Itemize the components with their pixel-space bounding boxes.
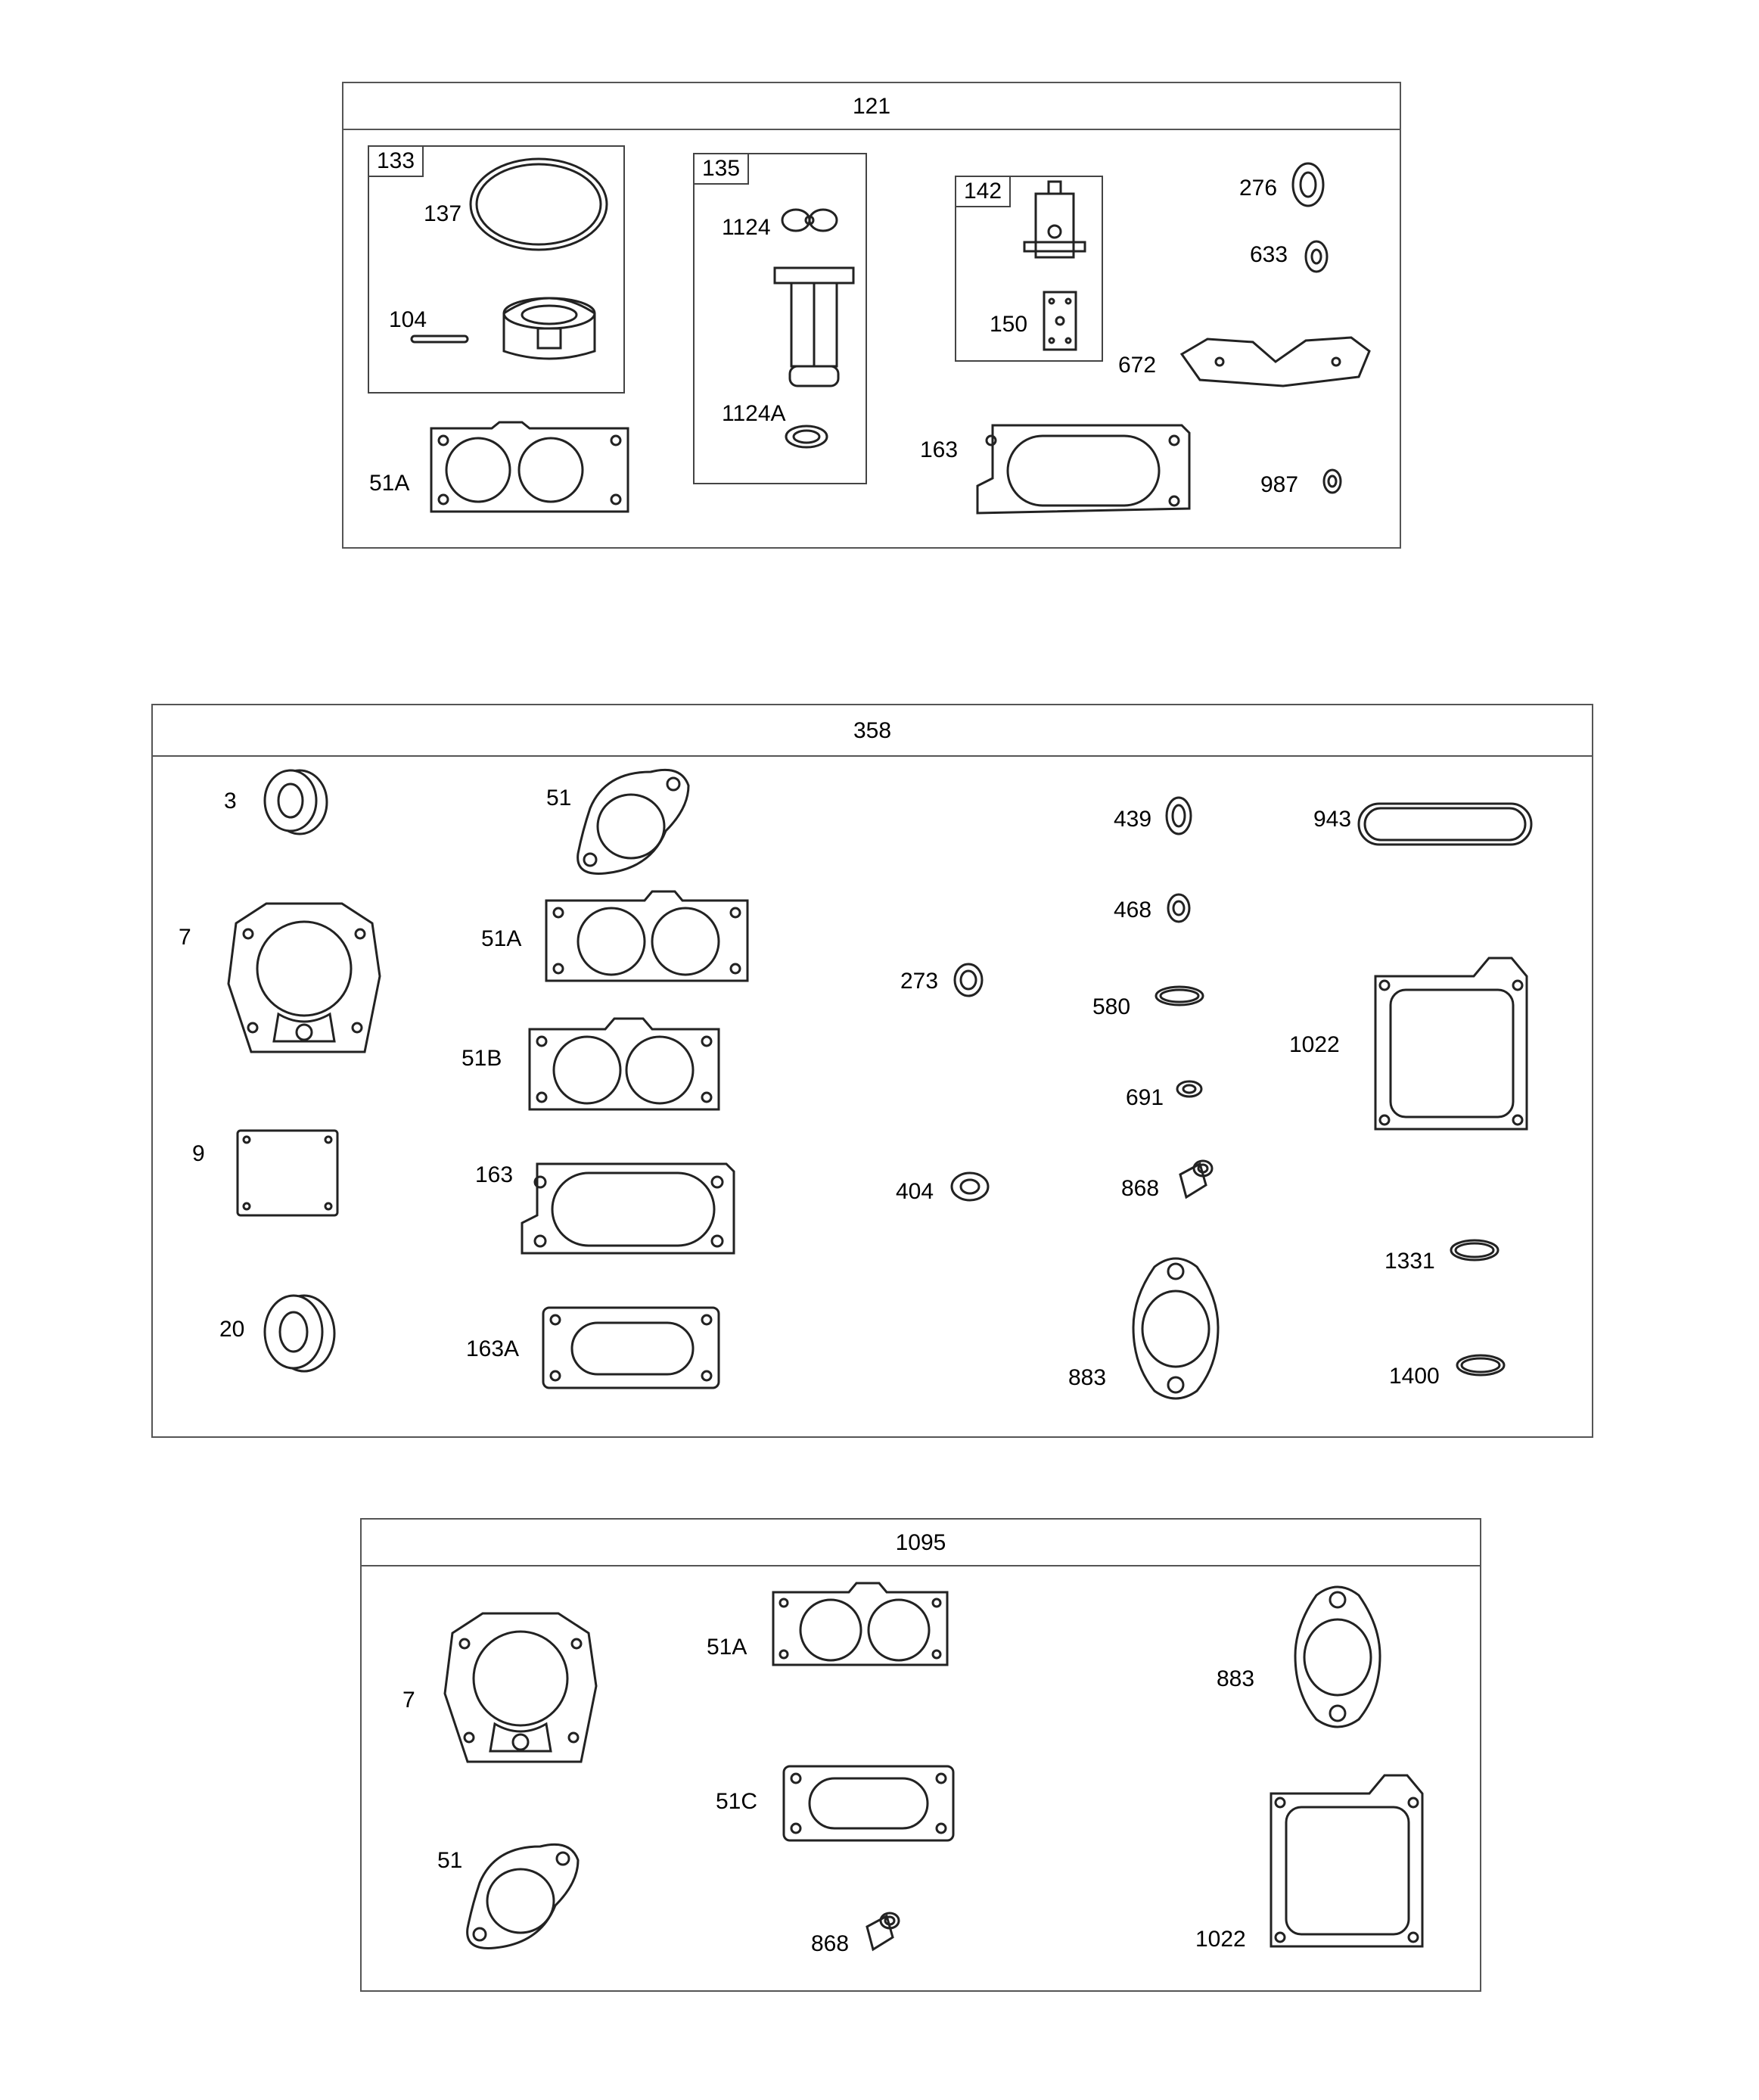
gasket-51-icon <box>576 768 690 875</box>
kit-1095-header: 1095 <box>362 1520 1480 1566</box>
part-label-1124A: 1124A <box>722 401 786 426</box>
part-label-20: 20 <box>219 1317 245 1342</box>
kit-358-header: 358 <box>153 705 1592 757</box>
gasket-883-icon <box>1294 1585 1381 1728</box>
valve-seal-icon <box>502 297 596 360</box>
part-label-273: 273 <box>900 969 939 994</box>
part-label-7: 7 <box>402 1688 415 1713</box>
part-label-404: 404 <box>896 1179 934 1204</box>
gasket-51-icon <box>466 1843 580 1949</box>
valve-stem-seal-868-icon <box>1179 1159 1214 1199</box>
part-label-137: 137 <box>424 201 462 226</box>
part-label-51: 51 <box>546 786 572 810</box>
part-label-7: 7 <box>179 925 191 950</box>
cylinder-head-gasket-7-icon <box>443 1612 598 1763</box>
part-label-163: 163 <box>920 437 959 462</box>
part-label-1400: 1400 <box>1389 1364 1440 1389</box>
part-label-868: 868 <box>1121 1176 1160 1201</box>
seal-273-icon <box>953 963 984 997</box>
cylinder-head-gasket-7-icon <box>227 902 381 1053</box>
plate-150-icon <box>1043 291 1077 351</box>
seal-ring-icon <box>469 157 608 251</box>
pin-icon <box>410 334 469 344</box>
gasket-943-icon <box>1357 802 1533 846</box>
kit-358: 358 <box>151 704 1593 1438</box>
subkit-142: 142 <box>955 176 1103 362</box>
part-label-51A: 51A <box>481 926 522 951</box>
washer-633-icon <box>1304 240 1329 273</box>
part-label-868: 868 <box>811 1931 850 1956</box>
seal-276-icon <box>1291 162 1325 207</box>
gasket-1022-icon <box>1270 1774 1424 1948</box>
gasket-163-icon <box>521 1162 735 1255</box>
o-ring-580-icon <box>1155 985 1204 1006</box>
part-label-51A: 51A <box>707 1635 747 1660</box>
kit-121-number: 121 <box>852 94 891 119</box>
bearing-seal-20-icon <box>263 1294 336 1373</box>
o-ring-1400-icon <box>1456 1354 1506 1377</box>
part-label-987: 987 <box>1260 472 1299 497</box>
part-label-51A: 51A <box>369 471 410 496</box>
o-ring-1124a-icon <box>785 425 828 449</box>
part-label-51: 51 <box>437 1848 463 1873</box>
part-label-51C: 51C <box>716 1789 758 1814</box>
part-label-943: 943 <box>1313 807 1352 832</box>
part-label-1022: 1022 <box>1289 1032 1340 1057</box>
subkit-135: 135 <box>693 153 867 484</box>
part-label-883: 883 <box>1068 1365 1107 1390</box>
diaphragm-icon <box>781 208 838 232</box>
gasket-883-icon <box>1132 1257 1220 1400</box>
part-label-883: 883 <box>1217 1666 1255 1691</box>
subkit-135-number: 135 <box>695 154 750 185</box>
kit-1095: 1095 <box>360 1518 1481 1992</box>
part-label-9: 9 <box>192 1141 205 1166</box>
gasket-672-icon <box>1179 336 1371 387</box>
part-label-104: 104 <box>389 307 427 332</box>
bracket-142-icon <box>1023 180 1086 259</box>
gasket-163a-icon <box>542 1306 720 1389</box>
seal-439-icon <box>1165 796 1192 835</box>
seal-404-icon <box>950 1171 990 1202</box>
o-ring-1331-icon <box>1450 1239 1500 1262</box>
seal-468-icon <box>1167 893 1191 923</box>
part-label-163: 163 <box>475 1162 514 1187</box>
washer-987-icon <box>1322 468 1342 494</box>
part-label-1124: 1124 <box>722 215 771 240</box>
part-label-439: 439 <box>1114 807 1152 832</box>
head-gasket-51b-icon <box>528 1017 720 1111</box>
part-label-1331: 1331 <box>1385 1249 1435 1274</box>
part-label-276: 276 <box>1239 176 1278 201</box>
gasket-163-icon <box>976 424 1191 515</box>
subkit-133-number: 133 <box>369 147 424 177</box>
gasket-51c-icon <box>782 1765 955 1842</box>
part-label-3: 3 <box>224 789 237 814</box>
bearing-seal-3-icon <box>263 769 328 835</box>
part-label-672: 672 <box>1118 353 1157 378</box>
part-label-163A: 163A <box>466 1336 520 1361</box>
part-label-150: 150 <box>990 312 1028 337</box>
head-gasket-51a-icon <box>545 890 749 982</box>
gasket-1022-icon <box>1374 957 1528 1131</box>
head-gasket-51a-icon <box>772 1582 949 1666</box>
part-label-1022: 1022 <box>1195 1927 1246 1952</box>
part-label-691: 691 <box>1126 1085 1164 1110</box>
subkit-142-number: 142 <box>956 177 1012 207</box>
part-label-51B: 51B <box>462 1046 502 1071</box>
subkit-133: 133 <box>368 145 625 394</box>
part-label-468: 468 <box>1114 898 1152 922</box>
kit-121-header: 121 <box>343 83 1400 130</box>
part-label-580: 580 <box>1092 994 1131 1019</box>
kit-358-number: 358 <box>853 718 892 743</box>
kit-1095-number: 1095 <box>895 1530 946 1555</box>
valve-stem-seal-868-icon <box>866 1912 900 1952</box>
pump-body-icon <box>773 266 855 387</box>
gasket-9-icon <box>236 1129 339 1217</box>
part-label-633: 633 <box>1250 242 1288 267</box>
o-ring-691-icon <box>1176 1080 1203 1098</box>
head-gasket-51a-icon <box>430 421 629 513</box>
